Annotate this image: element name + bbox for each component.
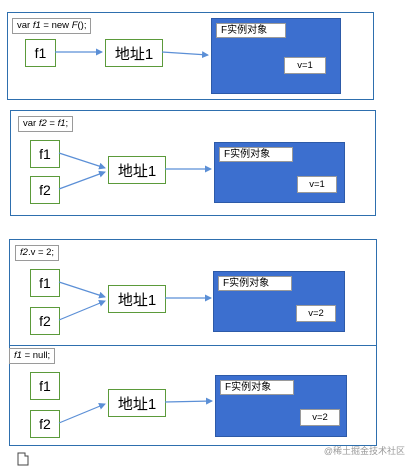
- arrow-f1-to-address: [58, 281, 106, 299]
- code-label-3: f2.v = 2;: [15, 245, 60, 261]
- object-label: F实例对象: [220, 380, 294, 395]
- arrow-address-to-object: [161, 51, 209, 59]
- instance-object: F实例对象 v=2: [213, 271, 345, 332]
- address-box: 地址1: [108, 285, 166, 313]
- watermark: @稀土掘金技术社区: [323, 446, 405, 456]
- ref-box-f2: f2: [30, 176, 60, 204]
- arrow-f2-to-address: [58, 170, 106, 190]
- code-label-2: var f2 = f1;: [18, 116, 74, 132]
- arrow-f1-to-address: [58, 152, 106, 170]
- code-label-1: var f1 = new F();: [12, 18, 92, 34]
- paste-cursor-icon: [17, 452, 29, 466]
- address-box: 地址1: [105, 39, 163, 67]
- ref-box-f1: f1: [25, 39, 56, 67]
- ref-box-f1: f1: [30, 269, 60, 297]
- panel-4: f1 = null; f1 f2 地址1 F实例对象 v=2: [9, 345, 377, 446]
- object-label: F实例对象: [216, 23, 286, 38]
- value-box: v=1: [284, 57, 326, 74]
- object-label: F实例对象: [218, 276, 292, 291]
- ref-box-f2: f2: [30, 307, 60, 335]
- address-box: 地址1: [108, 156, 166, 184]
- panel-1: var f1 = new F(); f1 地址1 F实例对象 v=1: [7, 12, 374, 100]
- value-box: v=1: [297, 176, 337, 193]
- value-box: v=2: [296, 305, 336, 322]
- object-label: F实例对象: [219, 147, 293, 162]
- ref-box-f1: f1: [30, 140, 60, 168]
- arrow-f2-to-address: [58, 403, 106, 424]
- code-label-4: f1 = null;: [9, 348, 56, 364]
- ref-box-f1: f1: [30, 372, 60, 400]
- instance-object: F实例对象 v=1: [214, 142, 345, 203]
- instance-object: F实例对象 v=2: [215, 375, 347, 437]
- instance-object: F实例对象 v=1: [211, 18, 341, 94]
- ref-box-f2: f2: [30, 410, 60, 438]
- address-box: 地址1: [108, 389, 166, 417]
- arrow-f2-to-address: [58, 300, 106, 321]
- value-box: v=2: [300, 409, 340, 426]
- panel-3: f2.v = 2; f1 f2 地址1 F实例对象 v=2: [9, 239, 377, 346]
- panel-2: var f2 = f1; f1 f2 地址1 F实例对象 v=1: [10, 110, 376, 216]
- arrow-address-to-object: [164, 397, 213, 405]
